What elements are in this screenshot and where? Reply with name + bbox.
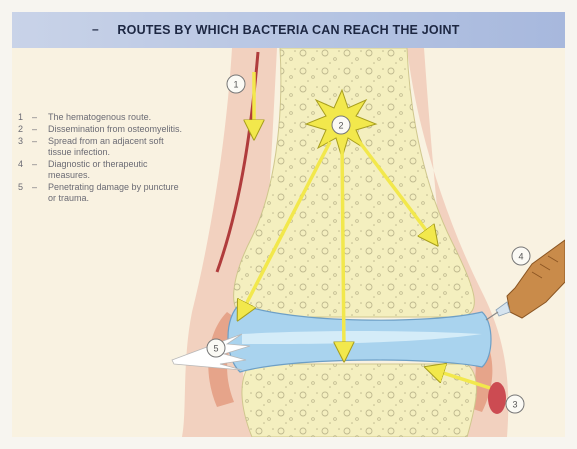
page-title: ROUTES BY WHICH BACTERIA CAN REACH THE J… (117, 23, 459, 37)
arrow-route-2-down (342, 142, 344, 352)
marker-1: 1 (227, 75, 245, 93)
title-dash: – (92, 22, 99, 36)
title-bar: – ROUTES BY WHICH BACTERIA CAN REACH THE… (12, 12, 565, 48)
svg-text:3: 3 (512, 400, 517, 410)
joint-diagram: 1 2 3 4 5 (12, 12, 565, 437)
marker-5: 5 (207, 339, 225, 357)
svg-text:5: 5 (213, 344, 218, 354)
legend-item-2: 2 – Dissemination from osteomyelitis. (18, 124, 218, 135)
legend: 1 – The hematogenous route. 2 – Dissemin… (18, 112, 218, 205)
svg-text:4: 4 (518, 252, 523, 262)
svg-text:1: 1 (233, 80, 238, 90)
diagram-frame: 1 2 3 4 5 – ROUTES BY WHICH BACTERIA CAN… (12, 12, 565, 437)
legend-item-3: 3 – Spread from an adjacent soft tissue … (18, 136, 218, 158)
svg-text:2: 2 (338, 121, 343, 131)
marker-2: 2 (332, 116, 350, 134)
legend-item-5: 5 – Penetrating damage by puncture or tr… (18, 182, 218, 204)
marker-3: 3 (506, 395, 524, 413)
soft-tissue-abscess (488, 382, 506, 414)
marker-4: 4 (512, 247, 530, 265)
legend-item-4: 4 – Diagnostic or therapeutic measures. (18, 159, 218, 181)
legend-item-1: 1 – The hematogenous route. (18, 112, 218, 123)
